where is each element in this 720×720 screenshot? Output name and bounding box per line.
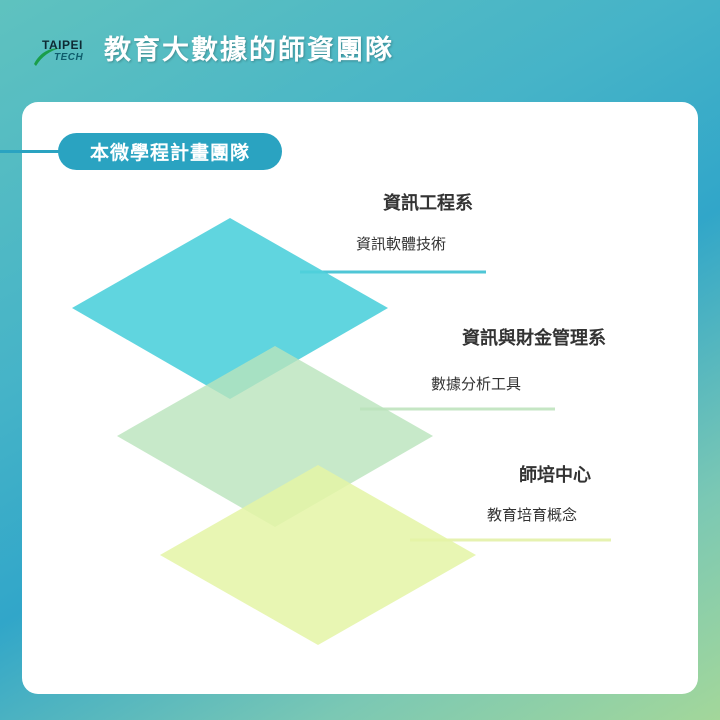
section-label-pill: 本微學程計畫團隊: [58, 133, 282, 170]
diamond-layer-2: [117, 346, 433, 527]
topic-label-1: 資訊軟體技術: [356, 235, 446, 253]
page-title: 教育大數據的師資團隊: [104, 35, 394, 66]
diamond-layer-3: [160, 465, 476, 645]
logo-text-tech: TECH: [54, 52, 84, 63]
topic-label-3: 教育培育概念: [487, 506, 577, 524]
section-accent-line: [0, 150, 70, 153]
taipei-tech-logo: TAIPEI TECH: [32, 38, 90, 68]
logo-text-taipei: TAIPEI: [42, 38, 83, 52]
logo-swoosh-icon: [34, 48, 60, 66]
dept-label-2: 資訊與財金管理系: [462, 327, 606, 349]
dept-label-3: 師培中心: [519, 464, 591, 486]
dept-label-1: 資訊工程系: [383, 192, 473, 214]
topic-label-2: 數據分析工具: [431, 375, 521, 393]
diamond-layer-1: [72, 218, 388, 399]
